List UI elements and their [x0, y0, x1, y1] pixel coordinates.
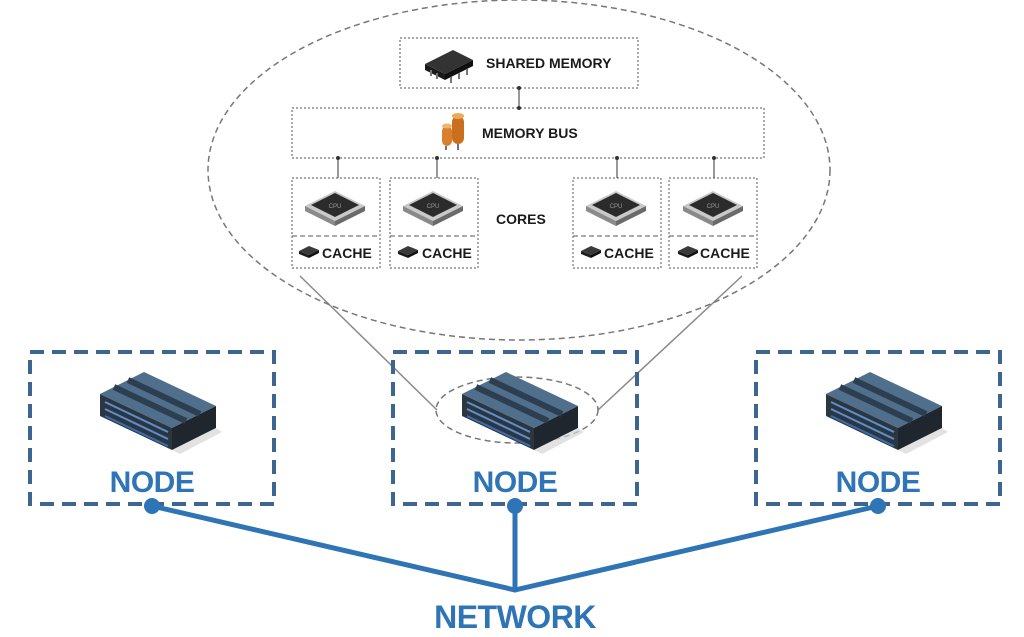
cache-label: CACHE: [604, 245, 654, 261]
core-box: CACHE: [291, 177, 381, 269]
core-box: CACHE: [572, 177, 662, 269]
node-box-right: NODE: [754, 350, 1002, 506]
network-label: NETWORK: [434, 599, 596, 635]
rack-server-icon: [100, 372, 222, 454]
cache-label: CACHE: [422, 245, 472, 261]
network-links: [149, 503, 881, 593]
cache-label: CACHE: [700, 245, 750, 261]
node-box-left: NODE: [28, 350, 276, 506]
rack-server-icon: [462, 372, 584, 454]
zoom-ellipse: [207, 0, 831, 341]
node-label: NODE: [110, 466, 195, 499]
zoom-line-right: [597, 275, 743, 411]
core-box: CACHE: [668, 177, 758, 269]
shared-memory-label: SHARED MEMORY: [486, 55, 612, 71]
cores-label: CORES: [496, 211, 546, 227]
capacitor-icon: [442, 113, 464, 150]
ram-chip-icon: [425, 50, 473, 83]
node-box-center: NODE: [391, 350, 639, 506]
cache-label: CACHE: [322, 245, 372, 261]
shared-memory-box: SHARED MEMORY: [399, 37, 639, 89]
zoom-source-ellipse: [435, 376, 599, 444]
node-label: NODE: [836, 466, 921, 499]
core-box: CACHE: [389, 177, 479, 269]
bus-to-core-connectors: [337, 158, 715, 178]
rack-server-icon: [826, 372, 948, 454]
network-junctions: [144, 498, 886, 514]
memory-bus-label: MEMORY BUS: [482, 125, 578, 141]
node-label: NODE: [473, 466, 558, 499]
zoom-line-left: [299, 275, 438, 411]
memory-bus-box: MEMORY BUS: [291, 107, 765, 159]
